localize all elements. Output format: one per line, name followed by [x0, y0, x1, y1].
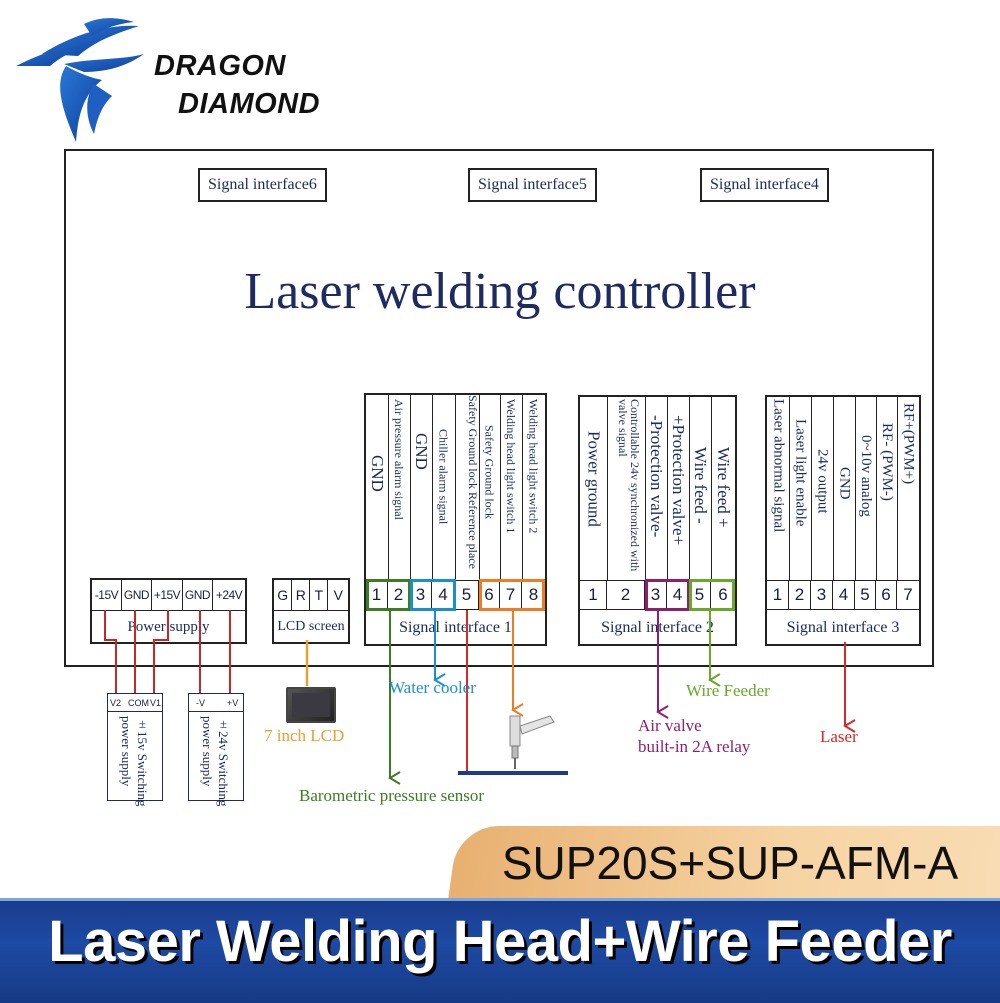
pin-number: 5 — [855, 581, 876, 609]
pin-desc: Air pressure alarm signal — [388, 395, 411, 580]
model-number: SUP20S+SUP-AFM-A — [501, 837, 959, 889]
pin-number: 7 — [903, 585, 913, 604]
laser-label: Laser — [820, 727, 858, 746]
pin-number: 2 — [789, 581, 811, 609]
psu15-pin: V2 — [110, 698, 122, 708]
group-highlight-orange — [479, 579, 545, 611]
group-highlight-blue — [410, 579, 456, 611]
ps-pin: +15V — [152, 580, 183, 610]
pin-number: 5 — [455, 581, 479, 609]
psu-24v-box: -V +V ±24v Switching power supply — [188, 693, 244, 806]
pin-number: 8 — [528, 585, 539, 604]
ps-pin: -15V — [92, 580, 122, 610]
psu15-pin: COM — [128, 698, 149, 708]
pin-desc: GND — [410, 395, 433, 580]
footer-headline: Laser Welding Head+Wire Feeder — [48, 909, 952, 974]
brand-name-line2: DIAMOND — [178, 88, 321, 120]
controller-title: Laser welding controller — [244, 263, 756, 320]
lcd-pin: G — [274, 580, 292, 610]
pin-desc: Laser light enable — [792, 419, 809, 527]
pin-desc: Controllable 24v synchronized with valve… — [616, 399, 642, 572]
barometric-sensor-label: Barometric pressure sensor — [299, 786, 485, 805]
psu24-text: power supply — [200, 716, 215, 787]
psu15-pin: V1 — [150, 698, 162, 708]
pin-number: 3 — [811, 581, 833, 609]
pin-desc: -Protection valve- — [647, 415, 666, 538]
psu15-text: power supply — [119, 716, 134, 787]
pin-number: 1 — [580, 581, 607, 609]
air-valve-label: Air valve — [638, 716, 702, 735]
pin-number: 4 — [833, 581, 855, 609]
psu15-text: ±15v Switching — [135, 716, 150, 807]
pin-number: 2 — [607, 581, 645, 609]
signal-interface-1-label: Signal interface 1 — [399, 619, 512, 636]
power-wires — [104, 610, 231, 694]
dragon-logo-icon — [16, 18, 144, 142]
psu24-pin: +V — [227, 698, 239, 708]
pin-number: 1 — [366, 581, 388, 609]
signal-interface-1: GND Air pressure alarm signal GND Chille… — [364, 393, 547, 646]
pin-number: 3 — [645, 581, 667, 609]
pin-desc: 0~10v analog — [858, 435, 874, 517]
ps-pin: GND — [183, 580, 213, 610]
wire-feeder-label: Wire Feeder — [686, 681, 770, 700]
lcd-7inch-label: 7 inch LCD — [264, 726, 345, 745]
pin-desc: Laser abnormal signal — [770, 399, 787, 533]
signal-interface-6: Signal interface6 — [198, 168, 327, 202]
pin-number: 1 — [767, 581, 789, 609]
pin-desc: Power ground — [584, 431, 604, 527]
pin-desc: Welding head light switch 2 — [526, 399, 541, 534]
lcd-pin: T — [310, 580, 328, 610]
ps-pin: GND — [122, 580, 152, 610]
lcd-device-icon — [286, 687, 336, 723]
air-valve-relay-label: built-in 2A relay — [638, 737, 751, 756]
lcd-screen-label: LCD screen — [277, 619, 345, 634]
signal-interface-2: Power ground Controllable 24v synchroniz… — [578, 395, 737, 646]
pin-desc: Wire feed + — [714, 447, 733, 528]
signal-interface-5: Signal interface5 — [468, 168, 597, 202]
pin-number: 6 — [479, 581, 500, 609]
water-cooler-label: Water cooler — [389, 678, 476, 697]
lcd-screen-block: G R T V LCD screen — [272, 578, 350, 644]
group-highlight-green — [366, 579, 411, 611]
group-highlight-purple — [645, 579, 690, 611]
pin-number: 6 — [718, 585, 728, 604]
psu24-text: ±24v Switching — [216, 716, 231, 807]
signal-interface-4: Signal interface4 — [700, 168, 829, 202]
pin-desc: +Protection valve+ — [669, 415, 688, 546]
lcd-pin: V — [333, 587, 343, 603]
psu24-pin: -V — [196, 698, 205, 708]
pin-number: 3 — [410, 581, 432, 609]
group-highlight-lime — [689, 579, 735, 611]
pin-desc: GND — [836, 467, 853, 500]
pin-number: 5 — [689, 581, 711, 609]
welding-head-icon — [509, 715, 555, 769]
pin-desc: Safety Ground lock — [479, 395, 501, 580]
brand-name-line1: DRAGON — [154, 50, 286, 82]
pin-desc: Welding head light switch 1 — [500, 395, 523, 580]
pin-desc: 24v output — [814, 449, 831, 514]
pin-number: 6 — [876, 581, 897, 609]
pin-desc: RF+(PWM+) — [900, 403, 917, 485]
ps-pin: +24V — [215, 588, 243, 602]
signal-interface-3: Laser abnormal signal Laser light enable… — [765, 395, 921, 646]
pin-desc: Chiller alarm signal — [432, 395, 456, 580]
pin-desc: Safety Ground lock Reference place — [455, 395, 480, 580]
psu-15v-box: V2 COM V1 ±15v Switching power supply — [107, 693, 163, 806]
footer-banner — [0, 898, 1000, 1003]
pin-desc: GND — [366, 395, 389, 580]
signal-interface-3-label: Signal interface 3 — [786, 619, 900, 636]
lcd-pin: R — [292, 580, 310, 610]
pin-desc: Wire feed - — [691, 447, 710, 524]
controller-box — [64, 149, 934, 667]
pin-desc: RF- (PWM-) — [879, 423, 895, 501]
pin-number: 7 — [500, 581, 522, 609]
